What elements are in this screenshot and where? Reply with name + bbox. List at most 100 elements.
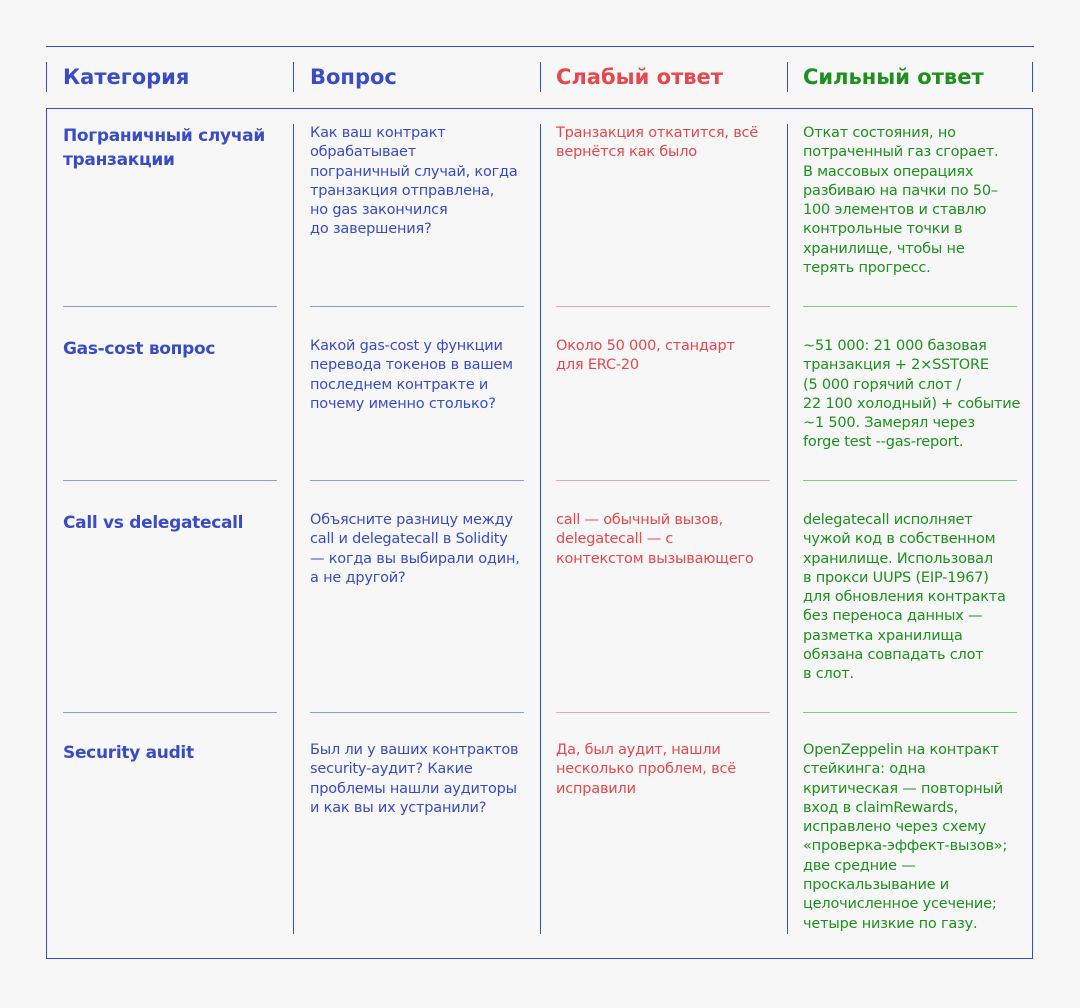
cell-line: критическая — повторный [803, 780, 1003, 797]
cell-line: разметка хранилища [803, 627, 963, 644]
cell-line: Какой gas-cost у функции [310, 338, 503, 354]
cell-line: 100 элементов и ставлю [803, 202, 987, 219]
header-question: Вопрос [310, 65, 397, 89]
question-cell: Объясните разницу между call и delegateca… [310, 511, 520, 588]
cell-line: обрабатывает [310, 144, 417, 161]
cell-line: исправлено через схему [803, 819, 987, 836]
cell-line: для обновления контракта [803, 589, 1006, 606]
row-separator [63, 712, 277, 713]
weak-answer-cell: Около 50 000, стандарт для ERC-20 [556, 337, 735, 376]
cell-line: транзакция + 2×SSTORE [803, 357, 989, 374]
cell-line: в слот. [803, 666, 854, 683]
cell-line: Как ваш контракт [310, 125, 446, 141]
cell-line: ~1 500. Замерял через [803, 415, 975, 432]
cell-line: четыре низкие по газу. [803, 915, 978, 932]
cell-line: контрольные точки в [803, 221, 963, 238]
cell-line: delegatecall исполняет [803, 512, 973, 528]
cell-line: вернётся как было [556, 144, 697, 161]
column-divider [787, 124, 788, 934]
question-cell: Как ваш контракт обрабатывает пограничный … [310, 124, 518, 240]
strong-answer-cell: ~51 000: 21 000 базовая транзакция + 2×SS… [803, 337, 1020, 453]
row-separator [63, 480, 277, 481]
question-cell: Был ли у ваших контрактов security-аудит?… [310, 741, 519, 818]
row-separator [803, 306, 1017, 307]
cell-line: несколько проблем, всё [556, 761, 736, 778]
cell-line: В массовых операциях [803, 163, 974, 180]
cell-line: транзакции [63, 150, 175, 170]
row-separator [556, 712, 770, 713]
cell-line: для ERC-20 [556, 357, 639, 374]
cell-line: Транзакция откатится, всё [556, 125, 759, 141]
strong-answer-cell: delegatecall исполняет чужой код в собств… [803, 511, 1006, 685]
cell-line: Около 50 000, стандарт [556, 338, 735, 354]
header-separator [787, 62, 788, 92]
cell-line: Gas-cost вопрос [63, 339, 216, 359]
cell-line: Объясните разницу между [310, 512, 513, 528]
cell-line: транзакция отправлена, [310, 182, 495, 199]
cell-line: хранилище. Использовал [803, 550, 993, 567]
cell-line: Да, был аудит, нашли [556, 742, 721, 758]
row-separator [63, 306, 277, 307]
cell-line: (5 000 горячий слот / [803, 376, 962, 393]
cell-line: Пограничный случай [63, 126, 265, 146]
cell-line: чужой код в собственном [803, 531, 996, 548]
row-separator [310, 480, 524, 481]
category-cell: Gas-cost вопрос [63, 337, 215, 361]
question-cell: Какой gas-cost у функции перевода токенов… [310, 337, 513, 414]
category-cell: Security audit [63, 741, 194, 765]
category-cell: Пограничный случай транзакции [63, 124, 265, 172]
cell-line: последнем контракте и [310, 376, 489, 393]
column-divider [293, 124, 294, 934]
cell-line: call — обычный вызов, [556, 512, 723, 528]
header-separator [46, 62, 47, 92]
strong-answer-cell: OpenZeppelin на контракт стейкинга: одна к… [803, 741, 1007, 934]
cell-line: Откат состояния, но [803, 125, 956, 141]
cell-line: стейкинга: одна [803, 761, 926, 778]
cell-line: Был ли у ваших контрактов [310, 742, 519, 758]
cell-line: — когда вы выбирали один, [310, 550, 520, 567]
column-divider [540, 124, 541, 934]
weak-answer-cell: Транзакция откатится, всё вернётся как бы… [556, 124, 758, 163]
row-separator [310, 306, 524, 307]
header-separator [540, 62, 541, 92]
row-separator [556, 480, 770, 481]
header-separator [1032, 62, 1033, 92]
cell-line: delegatecall — с [556, 531, 674, 548]
cell-line: исправили [556, 780, 636, 797]
table-frame [46, 108, 1033, 959]
cell-line: обязана совпадать слот [803, 647, 984, 664]
cell-line: пограничный случай, когда [310, 163, 518, 180]
cell-line: в прокси UUPS (EIP-1967) [803, 569, 989, 586]
weak-answer-cell: call — обычный вызов, delegatecall — с кон… [556, 511, 754, 569]
cell-line: ~51 000: 21 000 базовая [803, 338, 987, 354]
header-category: Категория [63, 65, 190, 89]
cell-line: почему именно столько? [310, 395, 496, 412]
cell-line: проскальзывание и [803, 877, 950, 894]
cell-line: до завершения? [310, 221, 432, 238]
cell-line: и как вы их устранили? [310, 799, 487, 816]
cell-line: без переноса данных — [803, 608, 983, 625]
cell-line: но gas закончился [310, 202, 448, 219]
row-separator [803, 480, 1017, 481]
cell-line: вход в claimRewards, [803, 799, 958, 816]
cell-line: целочисленное усечение; [803, 896, 997, 913]
header-separator [293, 62, 294, 92]
cell-line: терять прогресс. [803, 260, 931, 277]
cell-line: а не другой? [310, 569, 406, 586]
cell-line: forge test --gas-report. [803, 434, 964, 451]
row-separator [803, 712, 1017, 713]
cell-line: контекстом вызывающего [556, 550, 754, 567]
row-separator [556, 306, 770, 307]
cell-line: Call vs delegatecall [63, 513, 244, 533]
cell-line: security-аудит? Какие [310, 761, 473, 778]
header-strong-answer: Сильный ответ [803, 65, 984, 89]
top-rule [46, 46, 1034, 47]
weak-answer-cell: Да, был аудит, нашли несколько проблем, в… [556, 741, 736, 799]
cell-line: OpenZeppelin на контракт [803, 742, 999, 758]
cell-line: перевода токенов в вашем [310, 357, 513, 374]
cell-line: две средние — [803, 857, 916, 874]
cell-line: «проверка-эффект-вызов»; [803, 838, 1008, 855]
header-weak-answer: Слабый ответ [556, 65, 723, 89]
cell-line: call и delegatecall в Solidity [310, 531, 508, 548]
